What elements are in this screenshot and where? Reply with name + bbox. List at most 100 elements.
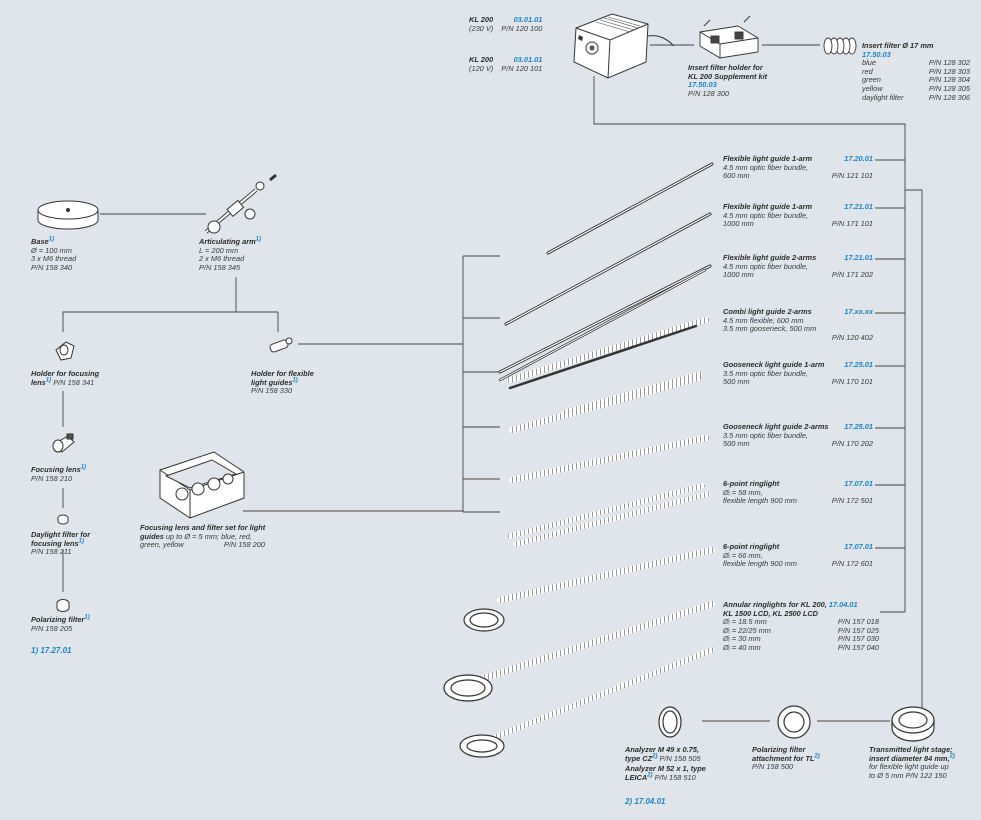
guide-length: flexible length 900 mm [723,496,797,506]
analyzer-pn: P/N 158 505 [659,753,701,763]
daylight-filter-title2: focusing lens [31,538,79,548]
focusing-lens-pn: P/N 158 210 [31,473,73,483]
filter-pn: P/N 128 304 [928,75,970,85]
daylight-filter-pn: P/N 158 211 [31,547,72,557]
insert-filter-stack-illustration [823,37,857,55]
footnote-mark: 2) [949,753,955,760]
footnote-2-code: 17.04.01 [634,797,666,806]
stage-title2: insert diameter 84 mm, [869,753,950,763]
annular-pn: P/N 157 018 [837,617,879,627]
analyzer2-pn: P/N 158 510 [654,772,696,782]
footnote-mark: 1) [255,236,262,243]
guide-pn: P/N 170 101 [831,377,873,387]
guide-title: 6-point ringlight [723,479,780,488]
holder-flexible-title: Holder for flexible [251,369,314,378]
guide-code: 17.xx.xx [844,307,873,316]
kl200-pn: P/N 120 100 [501,23,543,33]
guide-detail: 4.5 mm optic fiber bundle, [723,261,809,271]
footnote-mark: 1) [45,377,52,384]
guide-length: 1000 mm [723,270,754,280]
annular-size: Øᵢ = 18.5 mm [723,617,767,627]
stage-detail: to Ø 5 mm [869,770,904,780]
arm-pn: P/N 158 345 [199,262,241,272]
analyzer-illustration [658,706,682,738]
guide-detail: 3.5 mm optic fiber bundle, [723,430,809,440]
polarizing-filter-illustration [56,599,70,612]
holder-flexible-pn: P/N 158 330 [251,386,293,396]
guide-pn: P/N 171 101 [831,219,873,229]
guide-title: Combi light guide 2-arms [723,307,812,316]
polarizing-attachment-title2: attachment for TL [752,753,815,763]
holder-flexible-illustration [269,337,293,353]
insert-holder-label: Insert filter holder for KL 200 Suppleme… [688,63,768,98]
arm-length: L = 200 mm [199,245,239,255]
stage-pn: P/N 122 150 [905,770,947,780]
footnote-mark: 1) [80,464,87,471]
base-pn: P/N 158 340 [31,262,73,272]
kl200-code: 03.01.01 [513,15,543,24]
kl200-code: 03.01.01 [513,55,543,64]
footnote-mark: 2) [647,772,653,779]
filter-set-title2: guides [140,531,164,541]
holder-focusing-illustration [55,341,75,361]
filter-color: red [862,66,873,76]
annular-pn: P/N 157 030 [837,634,879,644]
footnote-2: 2) 17.04.01 [625,797,666,806]
guide-pn: P/N 170 202 [831,439,873,449]
guide-code: 17.20.01 [844,154,873,163]
polarizing-attachment-illustration [777,705,811,739]
focusing-lens-illustration [52,433,75,453]
guide-title: Gooseneck light guide 1-arm [723,360,825,369]
articulating-arm-illustration [204,173,277,234]
filter-pn: P/N 128 306 [928,92,970,102]
insert-filter-holder-illustration [699,15,759,59]
footnote-mark: 1) [78,538,84,545]
base-label: Base1) Ø = 100 mm 3 x M6 thread P/N 158 … [31,237,77,272]
guide-length: 500 mm [723,439,750,449]
filter-set-size: up to Ø = 5 mm; blue, red, [163,531,252,541]
filter-pn: P/N 128 303 [928,66,970,76]
annular-size: Øᵢ = 40 mm [723,642,761,652]
guide-title: Flexible light guide 1-arm [723,202,813,211]
guide-detail: 4.5 mm flexible, 600 mm [723,315,804,325]
guide-pn: P/N 172 501 [831,496,873,506]
insert-filter-title: Insert filter Ø 17 mm [862,41,934,50]
footnote-mark: 1) [31,646,39,655]
guide-title: 6-point ringlight [723,542,780,551]
filter-set-box-illustration [159,451,245,519]
kl200-voltage: (230 V) [469,23,494,33]
light-guide-illustrations [443,162,715,758]
polarizing-filter-label: Polarizing filter1) P/N 158 205 [31,615,90,633]
base-title: Base [31,237,49,246]
holder-focusing-pn: P/N 158 341 [53,377,95,387]
arm-label: Articulating arm1) L = 200 mm 2 x M6 thr… [199,236,262,272]
polarizing-attachment-label: Polarizing filter attachment for TL2) P/… [752,745,820,772]
footnote-mark: 2) [814,753,820,760]
base-thread: 3 x M6 thread [31,254,77,264]
guide-pn: P/N 120 402 [831,332,873,342]
guide-length: 1000 mm [723,219,754,229]
guide-title: Flexible light guide 1-arm [723,154,813,163]
filter-set-colors: green, yellow [140,540,184,550]
filter-pn: P/N 128 302 [928,58,970,68]
guide-code: 17.25.01 [844,360,873,369]
polarizing-filter-pn: P/N 158 205 [31,623,73,633]
guide-detail: 4.5 mm optic fiber bundle, [723,210,809,220]
analyzer2-title: Analyzer M 52 x 1, type [625,764,706,774]
annular-title: Annular ringlights for KL 200, [723,600,827,609]
guide-code: 17.21.01 [844,253,873,262]
daylight-filter-title: Daylight filter for [31,530,91,539]
stage-title: Transmitted light stage; [869,745,953,754]
footnote-mark: 2) [652,753,658,760]
transmitted-stage-illustration [891,706,935,742]
insert-holder-title2: KL 200 Supplement kit [688,71,768,81]
annular-pn: P/N 157 040 [837,642,879,652]
guide-code: 17.07.01 [844,542,873,551]
polarizing-attachment-title: Polarizing filter [752,745,806,754]
stage-detail: for flexible light guide up [869,762,949,772]
